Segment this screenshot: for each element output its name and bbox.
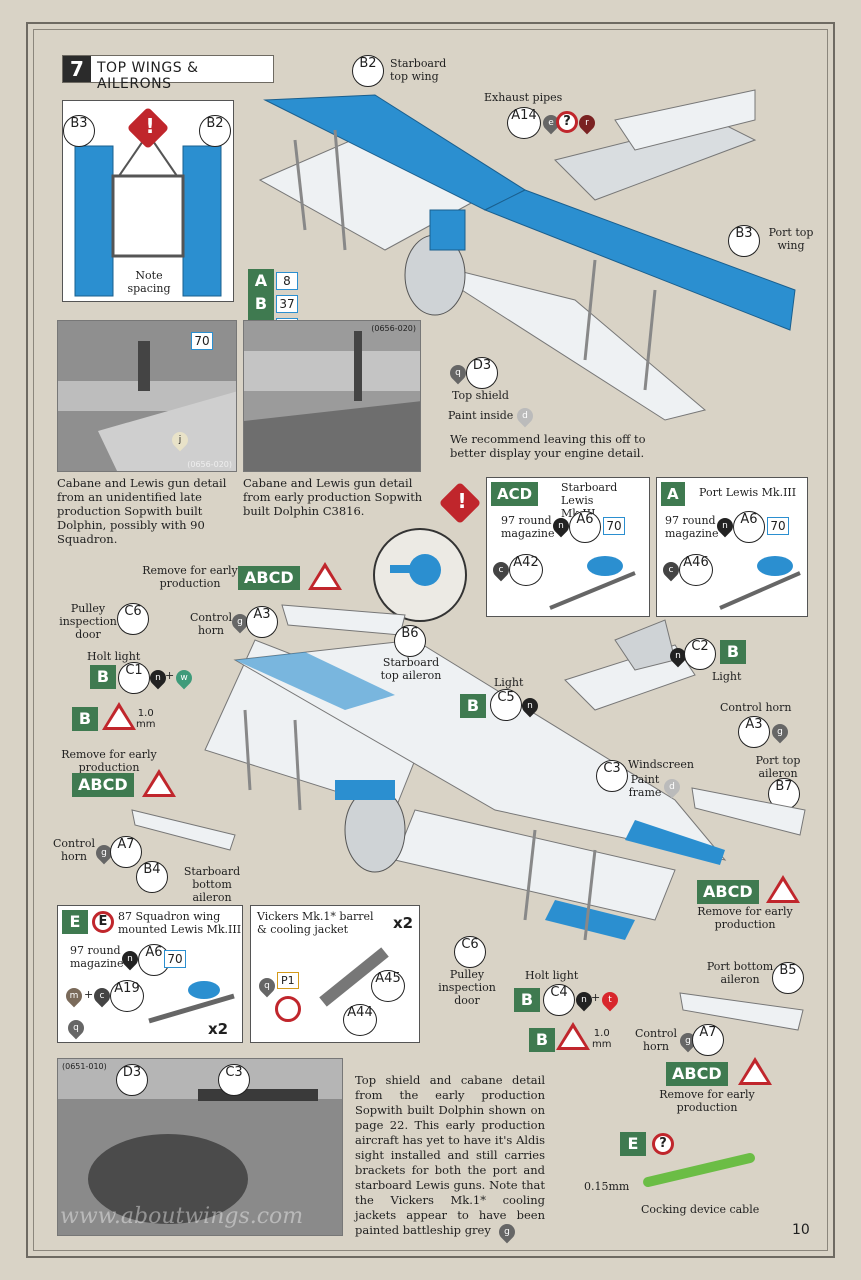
starboard-top-aileron-drawing [281,604,406,636]
photo3-callout-d3: D3 [116,1064,148,1096]
vickers-barrel-drawing [319,947,389,1007]
photo1-callout-70: 70 [191,332,213,350]
panel-port-lewis: A Port Lewis Mk.III 97 round magazine n … [656,477,808,617]
callout-b5: B5 [772,962,804,994]
badge-abcd-4: ABCD [666,1062,728,1086]
variant-a-badge: A [248,269,274,293]
callout-c6-top: C6 [117,603,149,635]
callout-b4: B4 [136,861,168,893]
callout-c4: C4 [543,984,575,1016]
lower-aircraft-illustration [204,619,727,941]
page-frame [26,22,835,1258]
callout-c2: C2 [684,638,716,670]
page-number: 10 [792,1222,810,1238]
top-aircraft-illustration [258,89,796,421]
variant-a-num: 8 [276,272,298,290]
step-title: TOP WINGS & AILERONS [97,60,199,92]
label-port-top-wing: Port top wing [768,226,814,252]
question-icon-e: E [92,911,114,933]
photo3-callout-c3: C3 [218,1064,250,1096]
step-number: 7 [63,56,91,82]
no-elephant-icon [275,996,301,1022]
label-exhaust-pipes: Exhaust pipes [484,91,563,104]
callout-a7-right: A7 [692,1024,724,1056]
recommend-note: We recommend leaving this off to better … [450,432,646,460]
question-icon: ? [556,111,578,133]
detail-circle [373,528,467,622]
question-icon-cable: ? [652,1133,674,1155]
cable-label: Cocking device cable [641,1203,760,1216]
port-top-aileron-drawing [691,787,806,836]
lewis-gun-drawing [549,556,636,610]
callout-d3: D3 [466,357,498,389]
spacing-panel: B3 B2 ! Note spacing [62,100,234,302]
bottom-paragraph: Top shield and cabane detail from the ea… [355,1073,545,1244]
photo-top-shield: (0651-010) [57,1058,343,1236]
callout-c1: C1 [118,662,150,694]
badge-abcd-1: ABCD [238,566,300,590]
callout-a3-left: A3 [246,606,278,638]
spacing-note: Note spacing [127,269,171,295]
panel-87-squadron: E E 87 Squadron wing mounted Lewis Mk.II… [57,905,243,1043]
callout-c5: C5 [490,689,522,721]
spacing-diagram [74,140,222,297]
panel-starboard-lewis: ACD Starboard Lewis Mk.III 97 round maga… [486,477,650,617]
callout-c3: C3 [596,760,628,792]
paint-drop-d: d [513,404,537,428]
callout-a3-right: A3 [738,716,770,748]
panel-vickers: Vickers Mk.1* barrel & cooling jacket x2… [250,905,420,1043]
photo2-caption: Cabane and Lewis gun detail from early p… [243,476,423,518]
callout-b3: B3 [63,115,95,147]
callout-a7-left: A7 [110,836,142,868]
starboard-bottom-aileron-drawing [131,809,236,851]
photo1-paint-j: j [168,428,192,452]
callout-b3-top: B3 [728,225,760,257]
callout-b2-top: B2 [352,55,384,87]
label-starboard-top-wing: Starboard top wing [390,57,447,83]
watermark: www.aboutwings.com [60,1204,304,1229]
cable-badge: E [620,1132,646,1156]
callout-c6-bottom: C6 [454,936,486,968]
step-header: 7 TOP WINGS & AILERONS [62,55,274,92]
photo-cabane-late: (0656-020) [57,320,237,472]
cable-mm: 0.15mm [584,1180,630,1193]
badge-abcd-2: ABCD [72,773,134,797]
photo1-caption: Cabane and Lewis gun detail from an unid… [57,476,227,546]
warning-triangle-icon [308,562,342,590]
cable-drawing [643,1153,755,1187]
callout-a14: A14 [507,107,541,139]
callout-b2: B2 [199,115,231,147]
badge-abcd-3: ABCD [697,880,759,904]
paint-drop-r: r [575,111,599,135]
photo-cabane-early: (0656-020) [243,320,421,472]
port-bottom-aileron-drawing [679,992,804,1031]
label-top-shield: Top shield [452,389,509,402]
label-paint-inside: Paint inside [448,409,514,422]
variant-b-badge: B [248,292,274,316]
variant-b-num: 37 [276,295,298,313]
callout-b6: B6 [394,625,426,657]
